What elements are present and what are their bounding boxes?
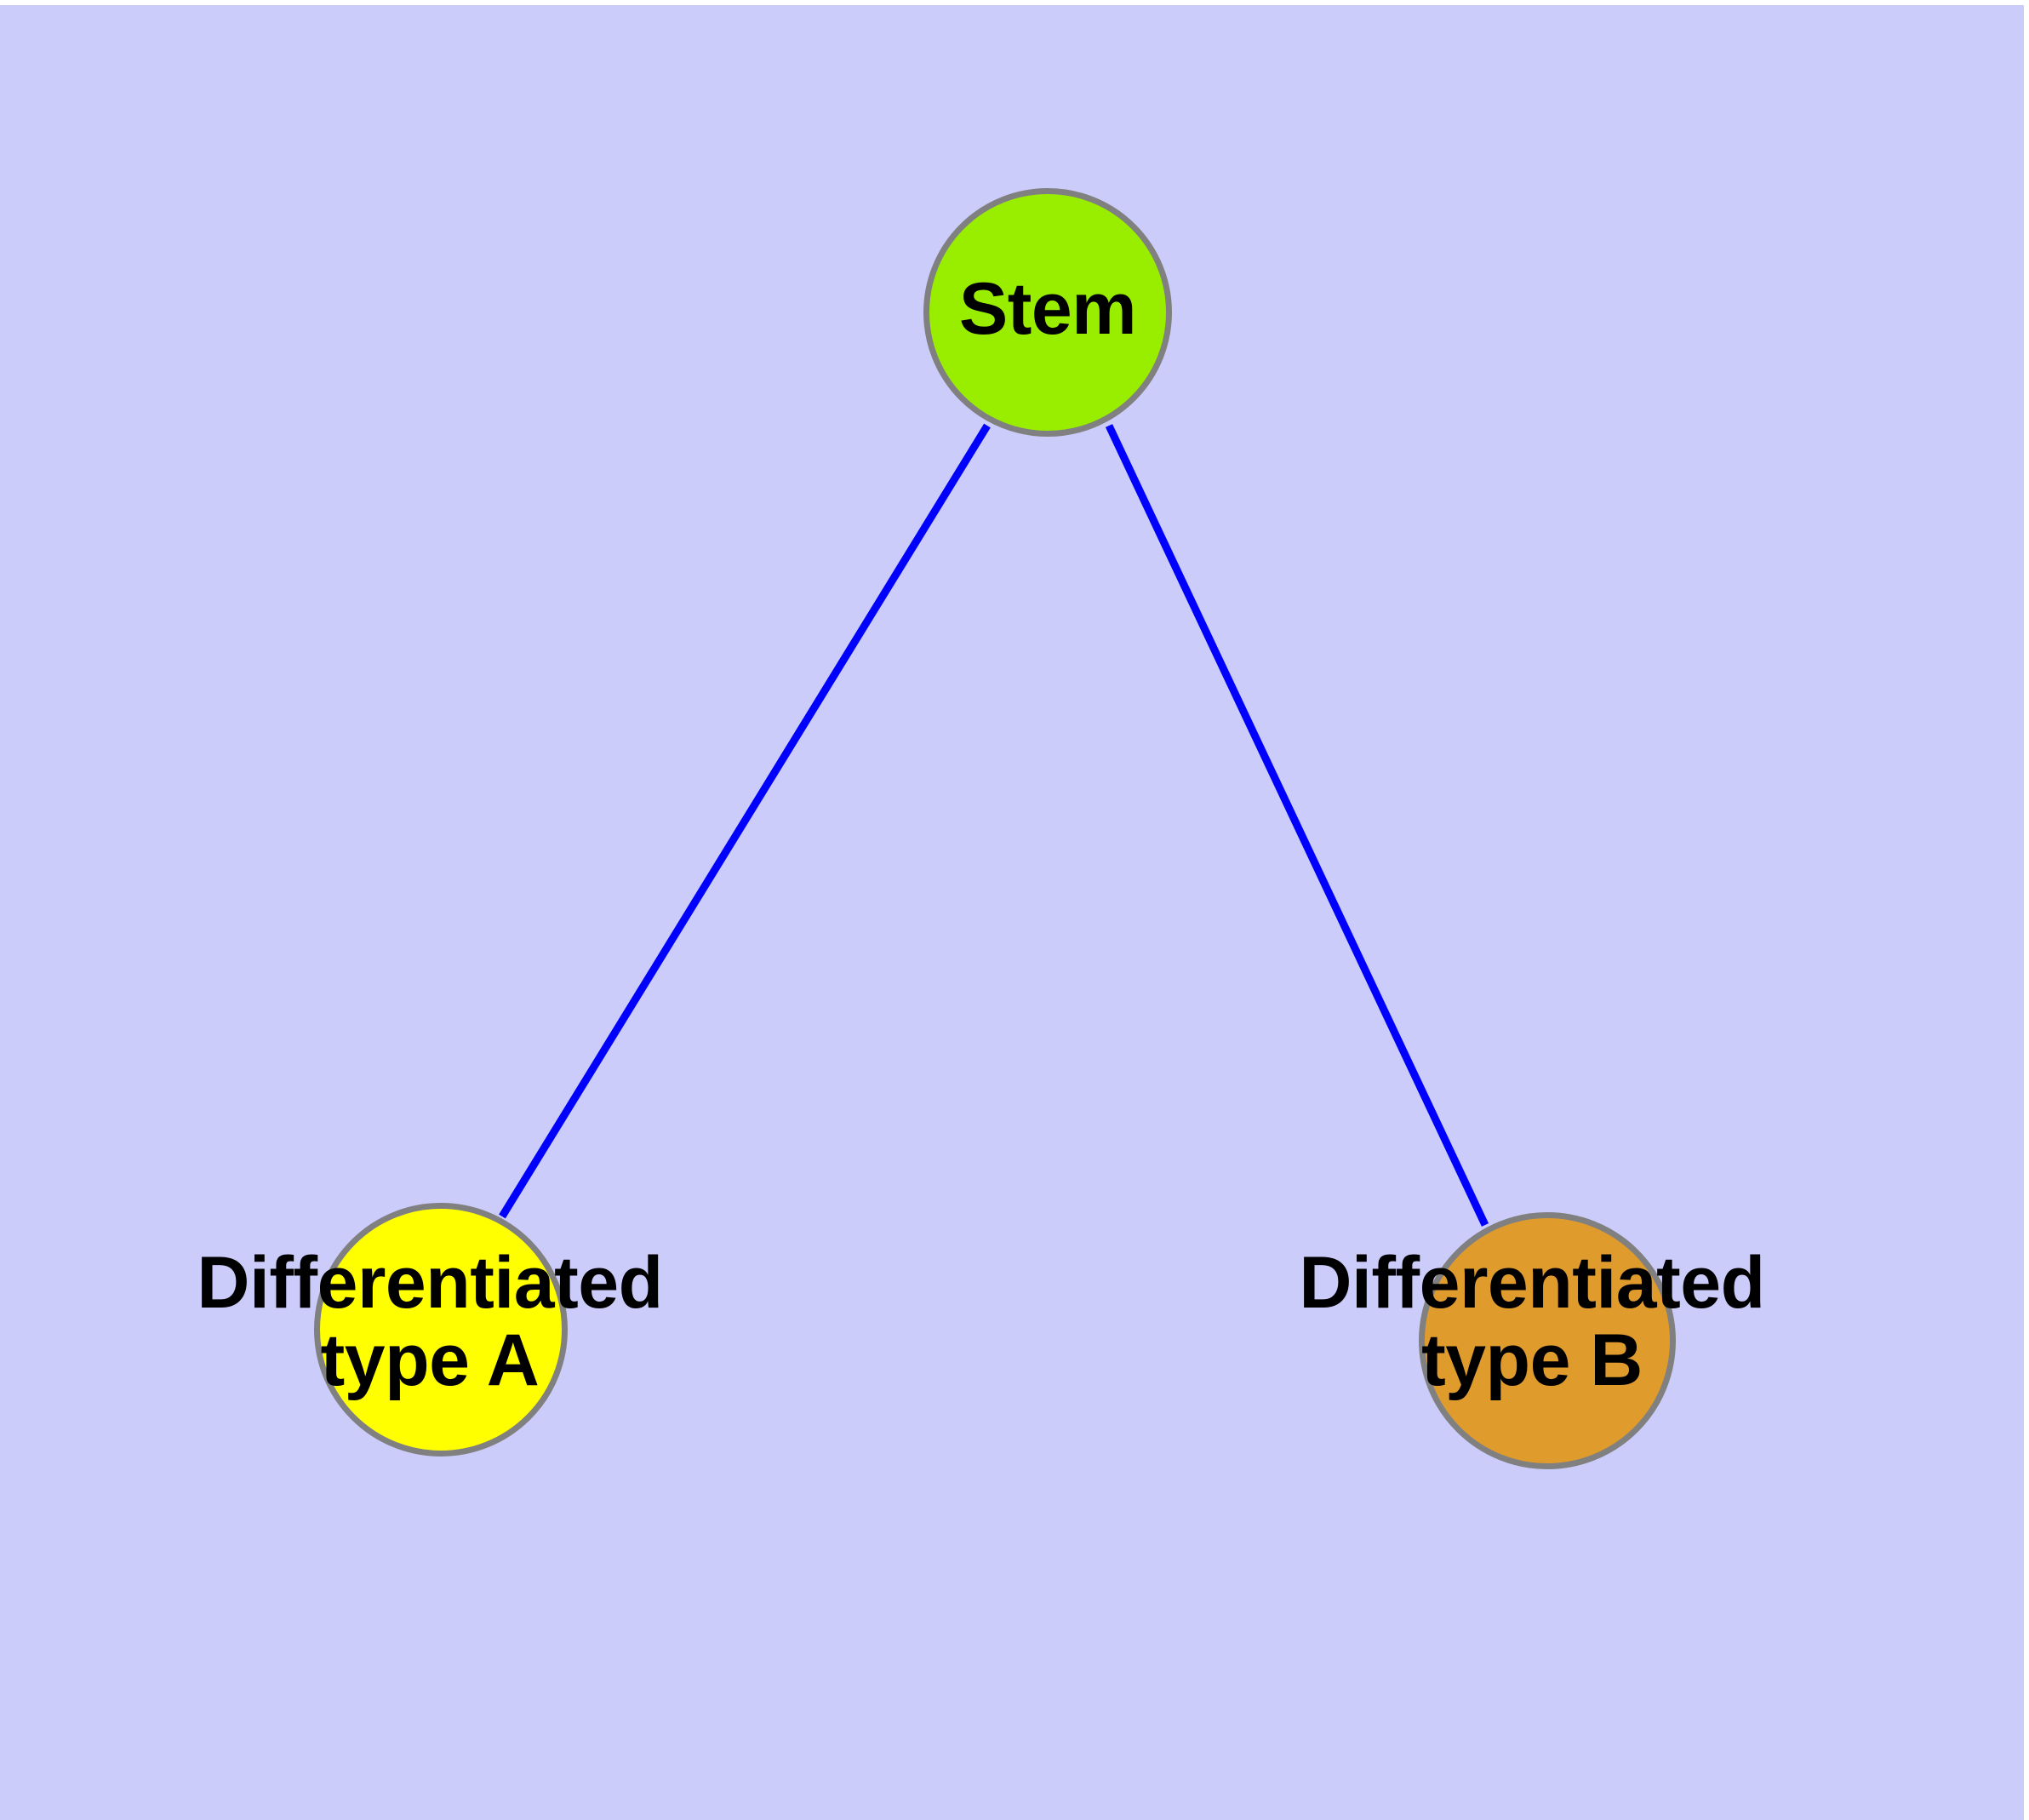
- node-stem[interactable]: [923, 188, 1172, 437]
- node-differentiated-type-b-label: Differentiated type B: [1277, 1242, 1787, 1402]
- node-differentiated-type-a-label: Differentiated type A: [174, 1242, 685, 1402]
- node-differentiated-type-a-label-line-1: Differentiated: [197, 1242, 663, 1324]
- node-differentiated-type-b[interactable]: [1419, 1212, 1676, 1469]
- node-differentiated-type-a-label-line-2: type A: [320, 1319, 540, 1402]
- node-differentiated-type-b-label-line-1: Differentiated: [1299, 1242, 1765, 1324]
- node-stem-label: Stem: [923, 268, 1172, 350]
- node-stem-label-line-1: Stem: [958, 268, 1137, 350]
- node-differentiated-type-a[interactable]: [314, 1203, 568, 1457]
- node-differentiated-type-b-label-line-2: type B: [1421, 1319, 1643, 1402]
